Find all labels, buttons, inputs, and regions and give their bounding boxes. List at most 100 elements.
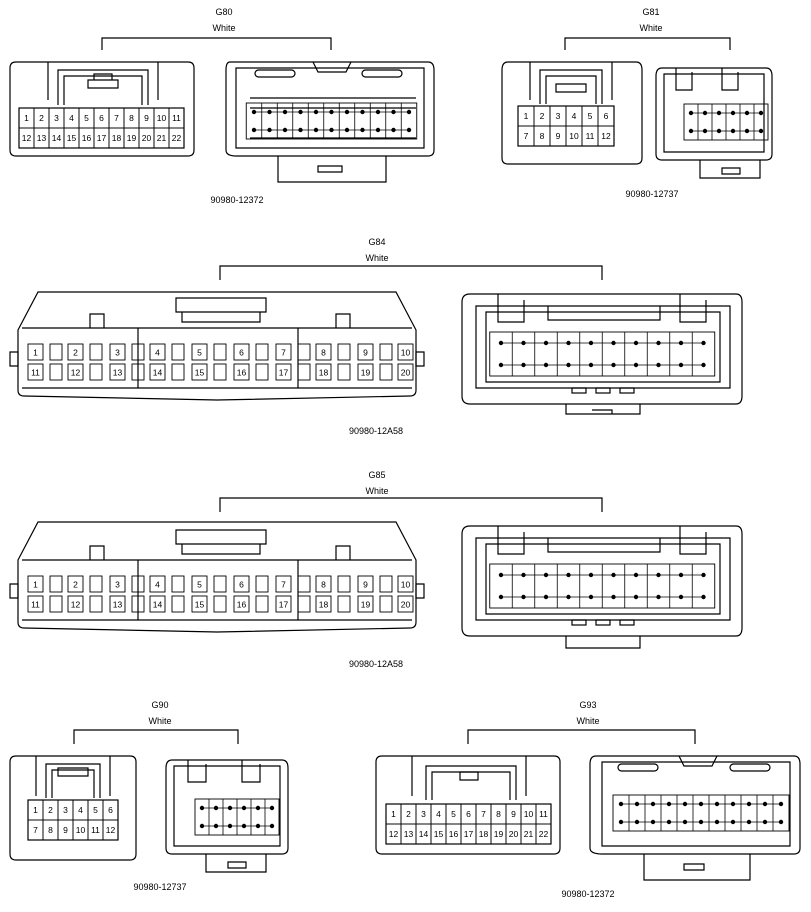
- pin-number: 10: [76, 825, 86, 835]
- pin-number: 4: [78, 805, 83, 815]
- pin-number: 6: [466, 809, 471, 819]
- pin-number: 5: [197, 348, 202, 358]
- pin-number: 16: [82, 133, 92, 143]
- empty-cavity: [379, 595, 393, 613]
- terminal-dot: [344, 109, 350, 115]
- pin-number: 3: [115, 580, 120, 590]
- terminal-dot: [566, 572, 571, 578]
- empty-cavity: [255, 343, 269, 361]
- terminal-dot: [313, 109, 319, 115]
- part-number-label: 90980-12372: [210, 195, 263, 205]
- empty-cavity: [131, 363, 145, 381]
- pin-number: 18: [319, 600, 329, 610]
- terminal-dot: [588, 572, 594, 578]
- terminal-dot: [634, 819, 640, 825]
- terminal-dot: [758, 110, 764, 116]
- pin-cavity: [233, 575, 250, 593]
- pin-cell: [168, 127, 185, 149]
- pin-number: 12: [71, 600, 81, 610]
- pin-number: 20: [401, 600, 411, 610]
- part-number-label: 90980-12372: [561, 889, 614, 899]
- connector-rear-view: [225, 61, 435, 183]
- pin-cavity: [275, 343, 292, 361]
- terminal-dot: [255, 823, 261, 829]
- pin-cavity: [67, 595, 84, 613]
- terminal-dot: [762, 801, 768, 807]
- pin-number: 2: [406, 809, 411, 819]
- terminal-dot: [678, 572, 684, 578]
- terminal-dot: [746, 819, 752, 825]
- pin-cavity: [67, 343, 84, 361]
- pin-number: 7: [524, 131, 529, 141]
- terminal-dot: [714, 801, 720, 807]
- terminal-grid-outline: [612, 794, 790, 832]
- empty-cavity: [171, 343, 185, 361]
- terminal-grid-outline: [245, 102, 418, 140]
- pin-number: 14: [419, 829, 429, 839]
- pin-cavity: [27, 595, 44, 613]
- pin-number: 5: [588, 111, 593, 121]
- pin-number: 15: [67, 133, 77, 143]
- pin-number: 16: [237, 368, 247, 378]
- terminal-dot: [730, 801, 736, 807]
- terminal-dot: [762, 819, 768, 825]
- terminal-dot: [716, 110, 722, 116]
- terminal-dot: [656, 362, 661, 368]
- pin-number: 1: [524, 111, 529, 121]
- pin-number: 7: [114, 113, 119, 123]
- pin-number: 12: [71, 368, 81, 378]
- empty-cavity: [337, 343, 351, 361]
- empty-cavity: [337, 575, 351, 593]
- pin-number: 17: [464, 829, 474, 839]
- empty-cavity: [89, 575, 103, 593]
- pin-cavity: [149, 575, 166, 593]
- pin-number: 3: [54, 113, 59, 123]
- pin-number: 5: [197, 580, 202, 590]
- pin-number: 18: [479, 829, 489, 839]
- pin-number: 11: [586, 131, 595, 141]
- empty-cavity: [297, 595, 311, 613]
- pin-number: 19: [361, 368, 371, 378]
- terminal-dot: [698, 819, 704, 825]
- pin-number: 1: [33, 348, 38, 358]
- terminal-dot: [241, 823, 247, 829]
- empty-cavity: [297, 343, 311, 361]
- pairing-bracket: [73, 729, 239, 744]
- terminal-dot: [666, 801, 672, 807]
- terminal-dot: [241, 805, 247, 811]
- pin-number: 21: [524, 829, 534, 839]
- terminal-dot: [778, 801, 784, 807]
- pin-number: 1: [391, 809, 396, 819]
- empty-cavity: [213, 595, 227, 613]
- empty-cavity: [49, 575, 63, 593]
- connector-rear-view: [165, 759, 289, 873]
- pin-number: 13: [404, 829, 414, 839]
- empty-cavity: [171, 363, 185, 381]
- pairing-bracket: [101, 37, 332, 50]
- pin-number: 2: [48, 805, 53, 815]
- terminal-dot: [282, 109, 288, 115]
- empty-cavity: [297, 363, 311, 381]
- terminal-dot: [498, 572, 504, 578]
- pin-number: 6: [604, 111, 609, 121]
- terminal-dot: [298, 109, 303, 115]
- pin-number: 15: [195, 368, 205, 378]
- pairing-bracket: [219, 497, 603, 512]
- pin-number: 3: [421, 809, 426, 819]
- pin-cavity: [233, 595, 250, 613]
- part-number-label: 90980-12737: [133, 882, 186, 892]
- pin-cavity: [233, 343, 250, 361]
- empty-cavity: [379, 343, 393, 361]
- pin-cavity: [149, 363, 166, 381]
- terminal-dot: [746, 801, 752, 807]
- pin-number: 22: [539, 829, 549, 839]
- empty-cavity: [49, 363, 63, 381]
- empty-cavity: [89, 363, 103, 381]
- pin-cavity: [357, 595, 374, 613]
